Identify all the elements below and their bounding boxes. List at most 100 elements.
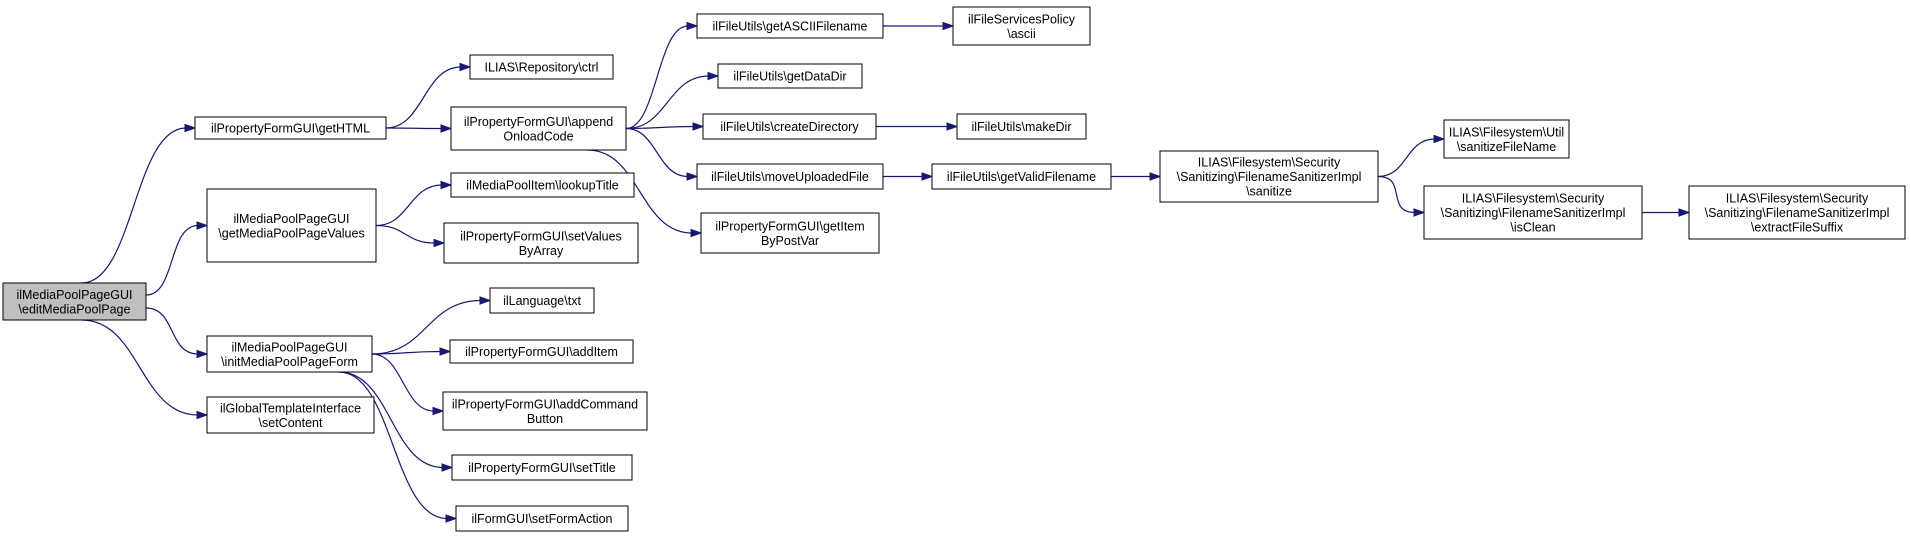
node-box [931,163,1112,190]
node-label-line: ilMediaPoolPageGUI [231,340,347,354]
node-label-line: \initMediaPoolPageForm [221,355,358,369]
edge-root-to-get-html [81,127,187,284]
node-get-ascii[interactable]: ilFileUtils\getASCIIFilename [696,13,884,39]
node-label-line: ilPropertyFormGUI\addItem [465,345,618,359]
node-label-line: ilFileUtils\getValidFilename [947,170,1096,184]
arrowhead-icon [440,180,453,190]
node-label-line: ilPropertyFormGUI\setValues [460,229,622,243]
node-box [455,505,629,532]
node-box [206,396,375,434]
node-label-line: \ascii [1007,27,1035,41]
node-box [469,54,614,80]
node-sanitize-file-name[interactable]: ILIAS\Filesystem\Util\sanitizeFileName [1443,119,1570,159]
node-make-dir[interactable]: ilFileUtils\makeDir [956,113,1087,140]
node-label-line: \Sanitizing\FilenameSanitizerImpl [1177,170,1362,184]
node-sanitize[interactable]: ILIAS\Filesystem\Security\Sanitizing\Fil… [1159,150,1379,203]
node-label-line: ILIAS\Filesystem\Security [1198,156,1341,170]
node-box [1423,185,1643,240]
node-get-values[interactable]: ilMediaPoolPageGUI\getMediaPoolPageValue… [206,188,377,263]
node-box [450,172,635,198]
node-root[interactable]: ilMediaPoolPageGUI\editMediaPoolPage [2,282,147,321]
node-box [442,391,648,431]
node-label-line: ILIAS\Filesystem\Security [1726,192,1869,206]
node-box [696,163,884,190]
node-get-data-dir[interactable]: ilFileUtils\getDataDir [717,63,863,89]
arrowhead-icon [479,296,492,305]
edge-get-values-to-set-values-by-array [375,224,436,244]
node-label-line: ByArray [519,244,564,258]
node-is-clean[interactable]: ILIAS\Filesystem\Security\Sanitizing\Fil… [1423,185,1643,240]
node-label-line: ilPropertyFormGUI\setTitle [468,461,616,475]
arrowhead-icon [692,122,705,131]
node-label-line: ilFileUtils\getDataDir [733,70,846,84]
node-create-dir[interactable]: ilFileUtils\createDirectory [702,113,877,140]
node-get-valid-filename[interactable]: ilFileUtils\getValidFilename [931,163,1112,190]
node-get-html[interactable]: ilPropertyFormGUI\getHTML [194,116,387,140]
node-label-line: ilLanguage\txt [503,294,581,308]
node-label-line: \Sanitizing\FilenameSanitizerImpl [1441,206,1626,220]
node-box [700,212,880,254]
edge-init-form-to-add-item [371,350,442,355]
edge-sanitize-to-sanitize-file-name [1377,138,1436,178]
nodes-layer: ilMediaPoolPageGUI\editMediaPoolPageilPr… [2,6,1906,532]
node-label-line: \editMediaPoolPage [19,302,131,316]
node-label-line: Button [527,412,563,426]
arrowhead-icon [942,21,955,31]
node-init-form[interactable]: ilMediaPoolPageGUI\initMediaPoolPageForm [206,335,373,373]
node-label-line: ilFileUtils\getASCIIFilename [713,20,868,34]
node-repo-ctrl[interactable]: ILIAS\Repository\ctrl [469,54,614,80]
arrowhead-icon [686,21,699,31]
edge-root-to-set-content [81,319,199,416]
edge-init-form-to-lang-txt [371,299,482,355]
node-label-line: ILIAS\Filesystem\Security [1462,192,1605,206]
arrowhead-icon [686,172,699,181]
arrowhead-icon [184,123,197,133]
arrowhead-icon [1413,208,1426,217]
edge-append-onload-to-move-uploaded [625,127,689,178]
arrowhead-icon [921,172,934,181]
node-label-line: ilPropertyFormGUI\append [464,115,613,129]
node-lang-txt[interactable]: ilLanguage\txt [489,287,595,314]
arrowhead-icon [1433,134,1446,144]
node-box [956,113,1087,140]
node-box [443,222,639,264]
node-label-line: ilPropertyFormGUI\addCommand [452,397,638,411]
node-box [1159,150,1379,203]
node-label-line: ilFileUtils\moveUploadedFile [711,170,869,184]
edge-get-html-to-append-onload [385,127,443,130]
node-lookup-title[interactable]: ilMediaPoolItem\lookupTitle [450,172,635,198]
node-add-item[interactable]: ilPropertyFormGUI\addItem [449,339,634,364]
node-move-uploaded[interactable]: ilFileUtils\moveUploadedFile [696,163,884,190]
node-label-line: OnloadCode [503,129,573,143]
node-label-line: \extractFileSuffix [1751,221,1844,235]
node-label-line: ILIAS\Repository\ctrl [485,61,599,75]
node-box [451,454,633,481]
edge-append-onload-to-create-dir [625,125,695,130]
node-box [489,287,595,314]
node-set-title[interactable]: ilPropertyFormGUI\setTitle [451,454,633,481]
node-label-line: ILIAS\Filesystem\Util [1449,125,1564,139]
node-label-line: \Sanitizing\FilenameSanitizerImpl [1705,206,1890,220]
arrowhead-icon [196,221,209,230]
node-label-line: \setContent [259,416,323,430]
edges-layer [81,21,1691,523]
arrowhead-icon [440,124,453,133]
node-box [449,339,634,364]
node-label-line: \sanitize [1246,185,1292,199]
node-set-form-action[interactable]: ilFormGUI\setFormAction [455,505,629,532]
node-extract-suffix[interactable]: ILIAS\Filesystem\Security\Sanitizing\Fil… [1688,185,1906,240]
node-policy-ascii[interactable]: ilFileServicesPolicy\ascii [952,6,1091,46]
arrowhead-icon [196,349,209,359]
edge-init-form-to-set-form-action [338,371,448,520]
node-label-line: ilPropertyFormGUI\getItem [715,219,864,233]
node-label-line: \isClean [1510,221,1555,235]
node-label-line: ilMediaPoolPageGUI [16,288,132,302]
node-set-content[interactable]: ilGlobalTemplateInterface\setContent [206,396,375,434]
edge-append-onload-to-get-ascii [625,25,689,130]
node-label-line: ilFileServicesPolicy [968,12,1076,26]
